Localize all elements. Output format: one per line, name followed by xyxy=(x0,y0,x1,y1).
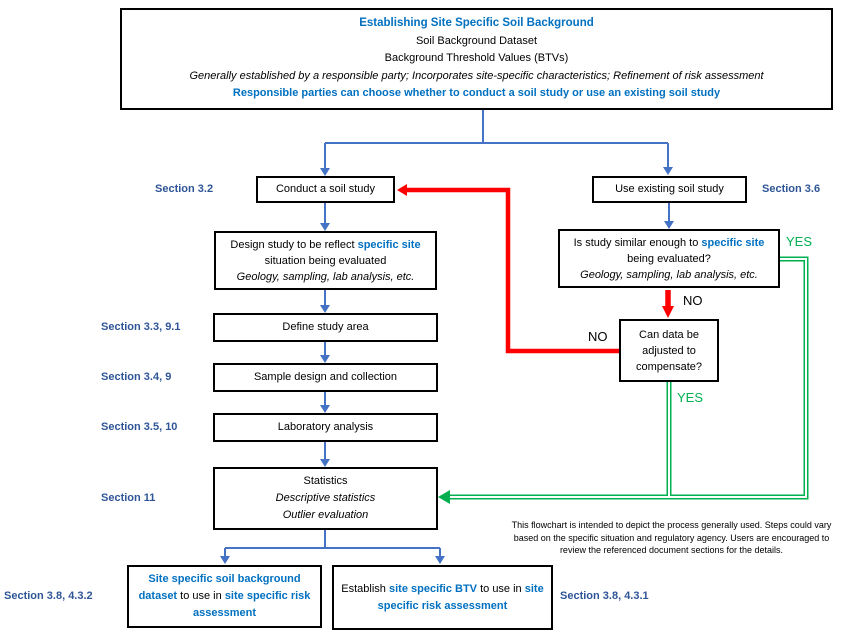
use-existing-study-label: Use existing soil study xyxy=(615,183,724,195)
btv-seg1: Establish xyxy=(341,582,389,595)
is-similar-text: Is study similar enough to specific site… xyxy=(560,235,778,267)
btv-seg4: site specific risk assessment xyxy=(377,582,544,612)
design-seg3: situation being evaluated xyxy=(264,254,387,267)
is-study-similar-box: Is study similar enough to specific site… xyxy=(558,229,780,288)
establish-btv-box: Establish site specific BTV to use in si… xyxy=(332,565,553,630)
statistics-outlier: Outlier evaluation xyxy=(282,509,369,521)
sample-design-box: Sample design and collection xyxy=(213,363,438,392)
define-study-area-box: Define study area xyxy=(213,313,438,342)
header-line-context: Generally established by a responsible p… xyxy=(189,69,764,82)
dataset-seg1: Site specific soil background dataset xyxy=(138,573,301,602)
statistics-title: Statistics xyxy=(303,475,348,487)
use-existing-study-box: Use existing soil study xyxy=(592,176,747,203)
section-label-3-8-4-3-2: Section 3.8, 4.3.2 xyxy=(4,590,93,602)
design-seg2-specific-site: specific site xyxy=(357,238,421,251)
flowchart-footnote: This flowchart is intended to depict the… xyxy=(511,520,832,555)
no-label-similar: NO xyxy=(683,293,703,308)
is-similar-seg3: being evaluated? xyxy=(627,252,711,265)
section-label-3-5-10: Section 3.5, 10 xyxy=(101,421,178,433)
can-data-adjust-label: Can data be adjusted to compensate? xyxy=(635,328,703,373)
dataset-box-text: Site specific soil background dataset to… xyxy=(129,571,320,622)
laboratory-analysis-box: Laboratory analysis xyxy=(213,413,438,442)
section-label-3-6: Section 3.6 xyxy=(762,183,821,195)
is-similar-seg1: Is study similar enough to xyxy=(573,236,702,249)
yes-label-similar: YES xyxy=(786,234,813,249)
conduct-soil-study-box: Conduct a soil study xyxy=(256,176,395,203)
section-label-3-3-9-1: Section 3.3, 9.1 xyxy=(101,321,181,333)
header-box: Establishing Site Specific Soil Backgrou… xyxy=(120,8,833,110)
yes-label-adjust: YES xyxy=(677,390,704,405)
section-label-3-8-4-3-1: Section 3.8, 4.3.1 xyxy=(560,590,649,602)
site-specific-dataset-box: Site specific soil background dataset to… xyxy=(127,565,322,628)
laboratory-analysis-label: Laboratory analysis xyxy=(277,421,374,433)
header-line-btv: Background Threshold Values (BTVs) xyxy=(384,52,569,65)
design-study-box: Design study to be reflect specific site… xyxy=(214,231,437,290)
header-line-choice: Responsible parties can choose whether t… xyxy=(232,87,721,100)
dataset-seg2: to use in xyxy=(177,590,225,602)
red-no-down-arrowhead xyxy=(662,306,674,318)
sample-design-label: Sample design and collection xyxy=(253,371,398,383)
design-study-text: Design study to be reflect specific site… xyxy=(216,237,435,269)
is-similar-seg2-specific-site: specific site xyxy=(701,236,765,249)
design-detail: Geology, sampling, lab analysis, etc. xyxy=(236,270,415,283)
design-seg1: Design study to be reflect xyxy=(230,238,358,251)
section-label-3-2: Section 3.2 xyxy=(155,183,214,195)
dataset-seg3: site specific risk assessment xyxy=(193,590,311,619)
conduct-soil-study-label: Conduct a soil study xyxy=(275,183,376,195)
green-yes-arrowhead xyxy=(438,490,450,504)
btv-seg3: to use in xyxy=(477,582,525,595)
flowchart-title: Establishing Site Specific Soil Backgrou… xyxy=(359,17,594,30)
define-study-area-label: Define study area xyxy=(282,321,369,333)
is-similar-detail: Geology, sampling, lab analysis, etc. xyxy=(580,268,758,281)
red-no-return-arrowhead xyxy=(397,184,407,196)
can-data-adjust-box: Can data be adjusted to compensate? xyxy=(619,319,719,382)
section-label-11: Section 11 xyxy=(101,492,156,504)
no-label-adjust: NO xyxy=(588,329,608,344)
btv-box-text: Establish site specific BTV to use in si… xyxy=(334,581,551,615)
header-line-dataset: Soil Background Dataset xyxy=(415,34,538,47)
section-label-3-4-9: Section 3.4, 9 xyxy=(101,371,172,383)
statistics-box: Statistics Descriptive statistics Outlie… xyxy=(213,467,438,530)
btv-seg2: site specific BTV xyxy=(388,582,478,595)
statistics-descriptive: Descriptive statistics xyxy=(275,492,376,504)
